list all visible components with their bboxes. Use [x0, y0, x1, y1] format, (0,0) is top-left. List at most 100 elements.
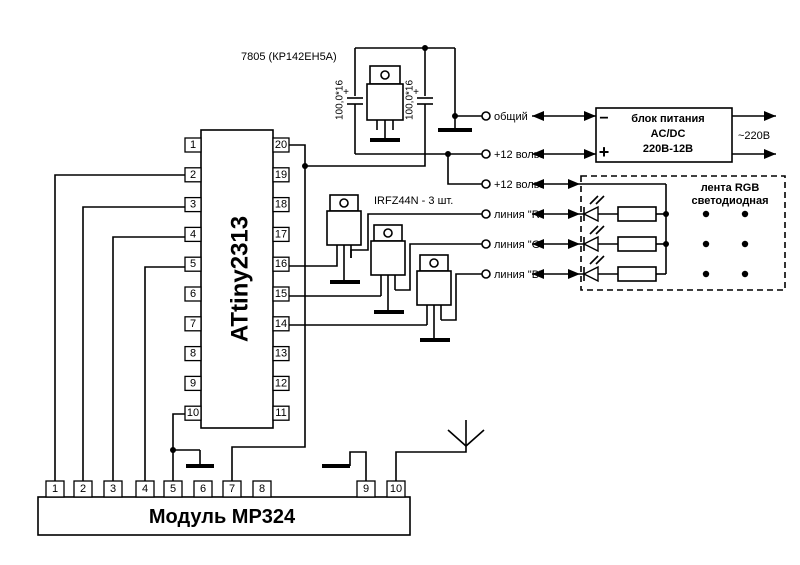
svg-text:8: 8	[190, 348, 196, 360]
svg-text:20: 20	[275, 139, 287, 151]
continuation-dot	[702, 270, 710, 278]
chip-pin-left: 3	[184, 196, 202, 213]
module-pin: 7	[222, 480, 242, 498]
wiring-chip-module	[54, 144, 485, 481]
power-supply-line3: 220В-12В	[643, 143, 693, 155]
cap-right-label: 100,0*16	[405, 80, 416, 120]
chip-pin-right: 19	[272, 167, 290, 183]
module-pin: 9	[356, 480, 376, 498]
continuation-dot	[741, 240, 749, 248]
svg-text:1: 1	[190, 139, 196, 151]
continuation-dot	[702, 210, 710, 218]
chip-label: ATtiny2313	[227, 216, 254, 342]
receiver-module: Модуль МР324	[37, 496, 411, 536]
led-row	[580, 225, 666, 253]
led-strip-line1: лента RGB	[701, 182, 760, 194]
led-rows	[580, 195, 666, 283]
terminal-line-b-label: линия "B"	[494, 269, 543, 281]
svg-text:10: 10	[390, 483, 402, 495]
svg-text:17: 17	[275, 228, 287, 240]
terminals: общий +12 вольт +12 вольт линия "R" лини…	[440, 111, 544, 281]
terminal-line-r-label: линия "R"	[494, 209, 544, 221]
continuation-dot	[702, 240, 710, 248]
terminal-plus12-a-label: +12 вольт	[494, 149, 544, 161]
chip-pin-left: 1	[184, 137, 202, 153]
terminal-plus12-b	[481, 179, 491, 189]
module-pin: 1	[45, 480, 65, 498]
led-continuation-dots	[702, 210, 749, 278]
svg-text:6: 6	[190, 288, 196, 300]
chip-pin-right: 17	[272, 226, 290, 243]
module-pin: 4	[135, 480, 155, 498]
led-strip: лента RGB светодиодная	[532, 175, 786, 291]
chip-pin-left: 10	[184, 405, 202, 421]
svg-text:4: 4	[190, 228, 196, 240]
chip-pin-right: 18	[272, 196, 290, 213]
svg-text:11: 11	[275, 407, 286, 419]
svg-text:5: 5	[190, 258, 196, 270]
terminal-line-b	[481, 269, 491, 279]
module-pin: 2	[73, 480, 93, 498]
power-supply-line2: AC/DC	[651, 128, 686, 140]
chip-pin-left: 4	[184, 226, 202, 243]
chip-pin-left: 6	[184, 286, 202, 302]
led-row	[580, 255, 666, 283]
module-label: Модуль МР324	[149, 506, 296, 528]
svg-text:3: 3	[190, 199, 196, 211]
terminal-line-r	[481, 209, 491, 219]
module-pin: 3	[103, 480, 123, 498]
led-row	[580, 195, 666, 223]
power-supply-line1: блок питания	[631, 113, 704, 125]
svg-text:7: 7	[190, 318, 196, 330]
terminal-plus12-b-label: +12 вольт	[494, 179, 544, 191]
svg-text:3: 3	[110, 483, 116, 495]
chip-pin-left: 9	[184, 375, 202, 392]
terminal-line-g-label: линия "G"	[494, 239, 544, 251]
chip-pin-left: 7	[184, 316, 202, 332]
led-strip-outline	[580, 175, 786, 291]
chip-pin-right: 11	[272, 405, 290, 421]
svg-text:18: 18	[275, 199, 287, 211]
svg-text:15: 15	[275, 288, 287, 300]
chip-pin-right: 16	[272, 256, 290, 272]
chip-pin-right: 15	[272, 286, 290, 302]
chip-pin-left: 5	[184, 256, 202, 272]
cap-right-plus: +	[413, 87, 419, 98]
led-strip-line2: светодиодная	[691, 195, 768, 207]
svg-text:7: 7	[229, 483, 235, 495]
power-supply-minus: −	[599, 110, 608, 127]
svg-text:2: 2	[190, 169, 196, 181]
terminal-common-label: общий	[494, 111, 528, 123]
svg-text:2: 2	[80, 483, 86, 495]
chip-pin-left: 8	[184, 345, 202, 362]
svg-text:4: 4	[142, 483, 148, 495]
terminal-plus12-a	[481, 149, 491, 159]
module-pin: 10	[386, 480, 406, 498]
chip-pin-right: 20	[272, 137, 290, 153]
chip-pin-left: 2	[184, 167, 202, 183]
svg-text:8: 8	[259, 483, 265, 495]
svg-text:14: 14	[275, 318, 287, 330]
module-pin: 5	[163, 480, 183, 498]
transistor-label: IRFZ44N - 3 шт.	[374, 195, 453, 207]
module-pin: 8	[252, 480, 272, 498]
power-supply-box	[595, 107, 733, 163]
transistors: IRFZ44N - 3 шт.	[289, 194, 482, 342]
microcontroller: ATtiny2313	[200, 129, 274, 429]
svg-text:9: 9	[363, 483, 369, 495]
cap-left-plus: +	[343, 87, 349, 98]
svg-text:13: 13	[275, 348, 287, 360]
terminal-common	[481, 111, 491, 121]
chip-body	[200, 129, 274, 429]
continuation-dot	[741, 270, 749, 278]
svg-text:19: 19	[275, 169, 287, 181]
svg-text:1: 1	[52, 483, 58, 495]
chip-pin-right: 13	[272, 345, 290, 362]
svg-text:16: 16	[275, 258, 287, 270]
continuation-dot	[741, 210, 749, 218]
regulator-body	[366, 83, 404, 121]
regulator-section: 7805 (КР142ЕН5А) + 100,0*16 + 100,0*16	[241, 45, 482, 169]
